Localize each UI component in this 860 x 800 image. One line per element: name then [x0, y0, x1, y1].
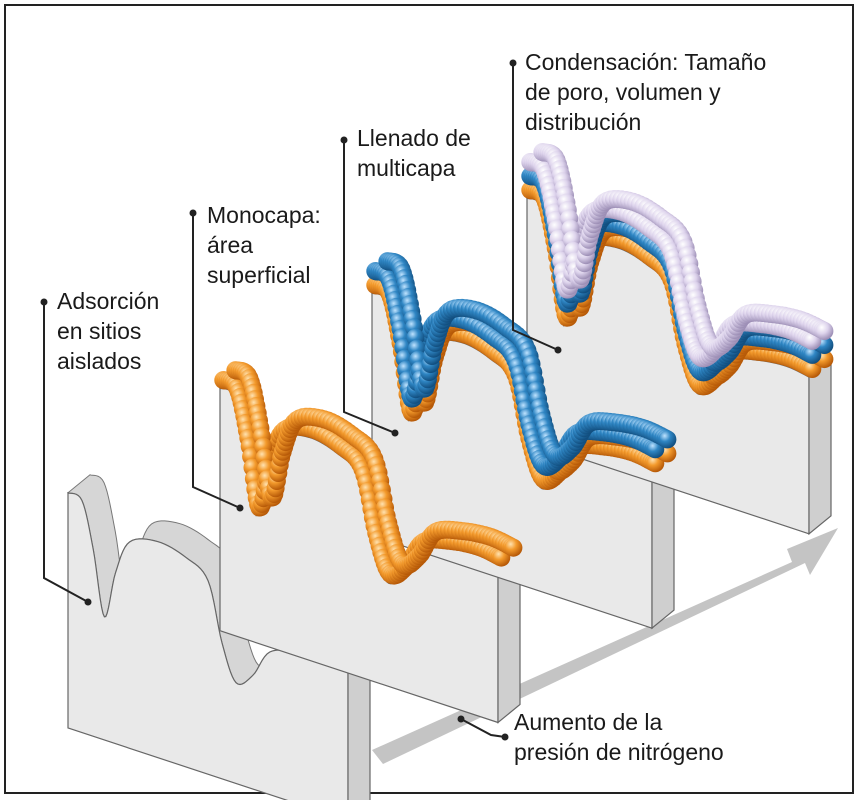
molecule — [658, 430, 677, 449]
adsorbed-molecules-stage-3 — [366, 252, 677, 490]
adsorbed-molecules-stage-4 — [521, 143, 834, 396]
stage-1-block — [66, 474, 371, 800]
leader-stage-2 — [189, 209, 244, 512]
leader-stage-4 — [509, 59, 562, 354]
molecule — [504, 538, 523, 557]
leader-pressure — [457, 715, 509, 741]
adsorbed-molecules-stage-2 — [214, 361, 523, 585]
leader-stage-3 — [340, 136, 399, 437]
block-side-face — [808, 357, 832, 536]
leader-stage-1 — [40, 298, 92, 606]
molecule — [815, 322, 834, 340]
